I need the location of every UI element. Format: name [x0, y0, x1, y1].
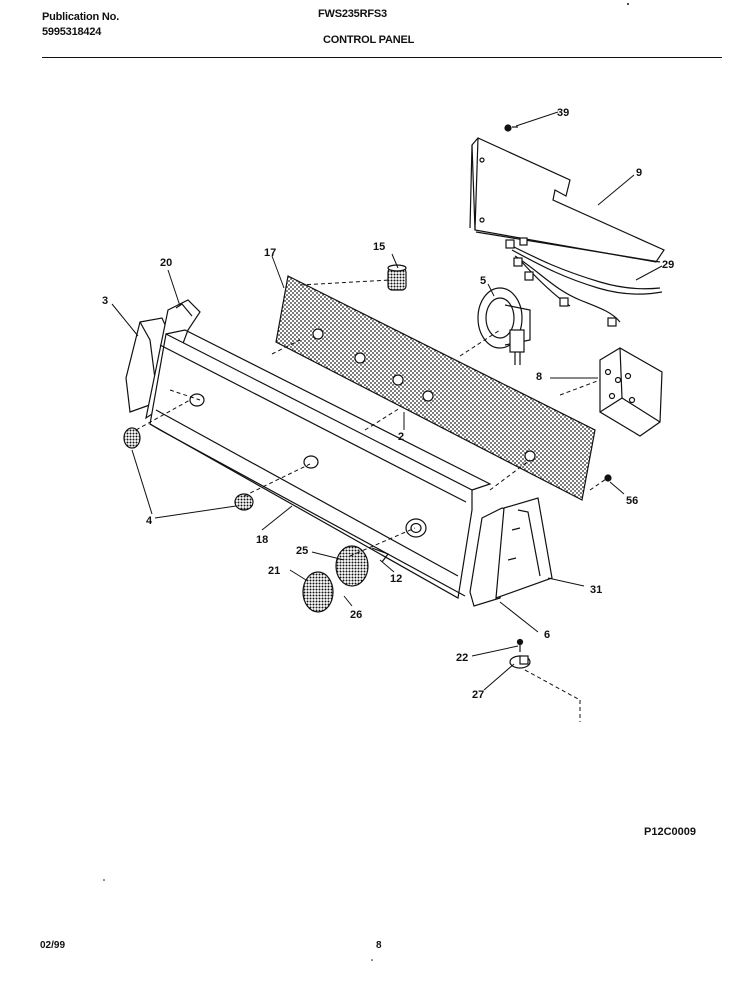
small-knob-part: [387, 264, 407, 291]
callout-8: 8: [536, 371, 542, 383]
wire-harness-part: [505, 237, 663, 327]
callout-3: 3: [102, 295, 108, 307]
callout-9: 9: [636, 167, 642, 179]
callout-27: 27: [472, 689, 484, 701]
callout-31: 31: [590, 584, 602, 596]
callout-15: 15: [373, 241, 385, 253]
large-knob-part: [302, 545, 369, 613]
callout-21: 21: [268, 565, 280, 577]
callout-26: 26: [350, 609, 362, 621]
publication-label: Publication No.: [42, 11, 120, 23]
callout-20: 20: [160, 257, 172, 269]
knob-part: [123, 427, 254, 511]
timer-switch-part: [477, 287, 531, 365]
callout-22: 22: [456, 652, 468, 664]
figure-code: P12C0009: [644, 826, 696, 838]
publication-number: 5995318424: [42, 26, 102, 38]
page-number: 8: [376, 940, 382, 951]
clip-part: [371, 547, 389, 563]
screw-part: [504, 124, 518, 132]
screw-56-part: [604, 474, 612, 482]
callout-25: 25: [296, 545, 308, 557]
overlay-panel-part: [275, 275, 596, 501]
callout-2: 2: [398, 431, 404, 443]
leader-lines: [111, 111, 663, 691]
back-bracket-part: [469, 137, 665, 263]
scan-specks: [103, 3, 629, 961]
assembly-lines: [135, 279, 607, 722]
revision-date: 02/99: [40, 940, 66, 951]
callout-39: 39: [557, 107, 569, 119]
screw-22-part: [516, 638, 524, 652]
right-end-cap-part: [469, 497, 553, 607]
callout-5: 5: [480, 275, 486, 287]
callout-12: 12: [390, 573, 402, 585]
header-rule: [42, 57, 722, 58]
callout-29: 29: [662, 259, 674, 271]
callout-18: 18: [256, 534, 268, 546]
callout-labels: 39 9 29 15 17 20 3 5 8 2 4 56 18 25 21 1…: [102, 107, 674, 701]
callout-17: 17: [264, 247, 276, 259]
cam-27-part: [509, 655, 531, 669]
section-title: CONTROL PANEL: [323, 34, 415, 46]
callout-6: 6: [544, 629, 550, 641]
callout-4: 4: [146, 515, 153, 527]
console-part: [149, 329, 492, 599]
model-number: FWS235RFS3: [318, 8, 387, 20]
switch-block-part: [599, 347, 663, 437]
callout-56: 56: [626, 495, 638, 507]
